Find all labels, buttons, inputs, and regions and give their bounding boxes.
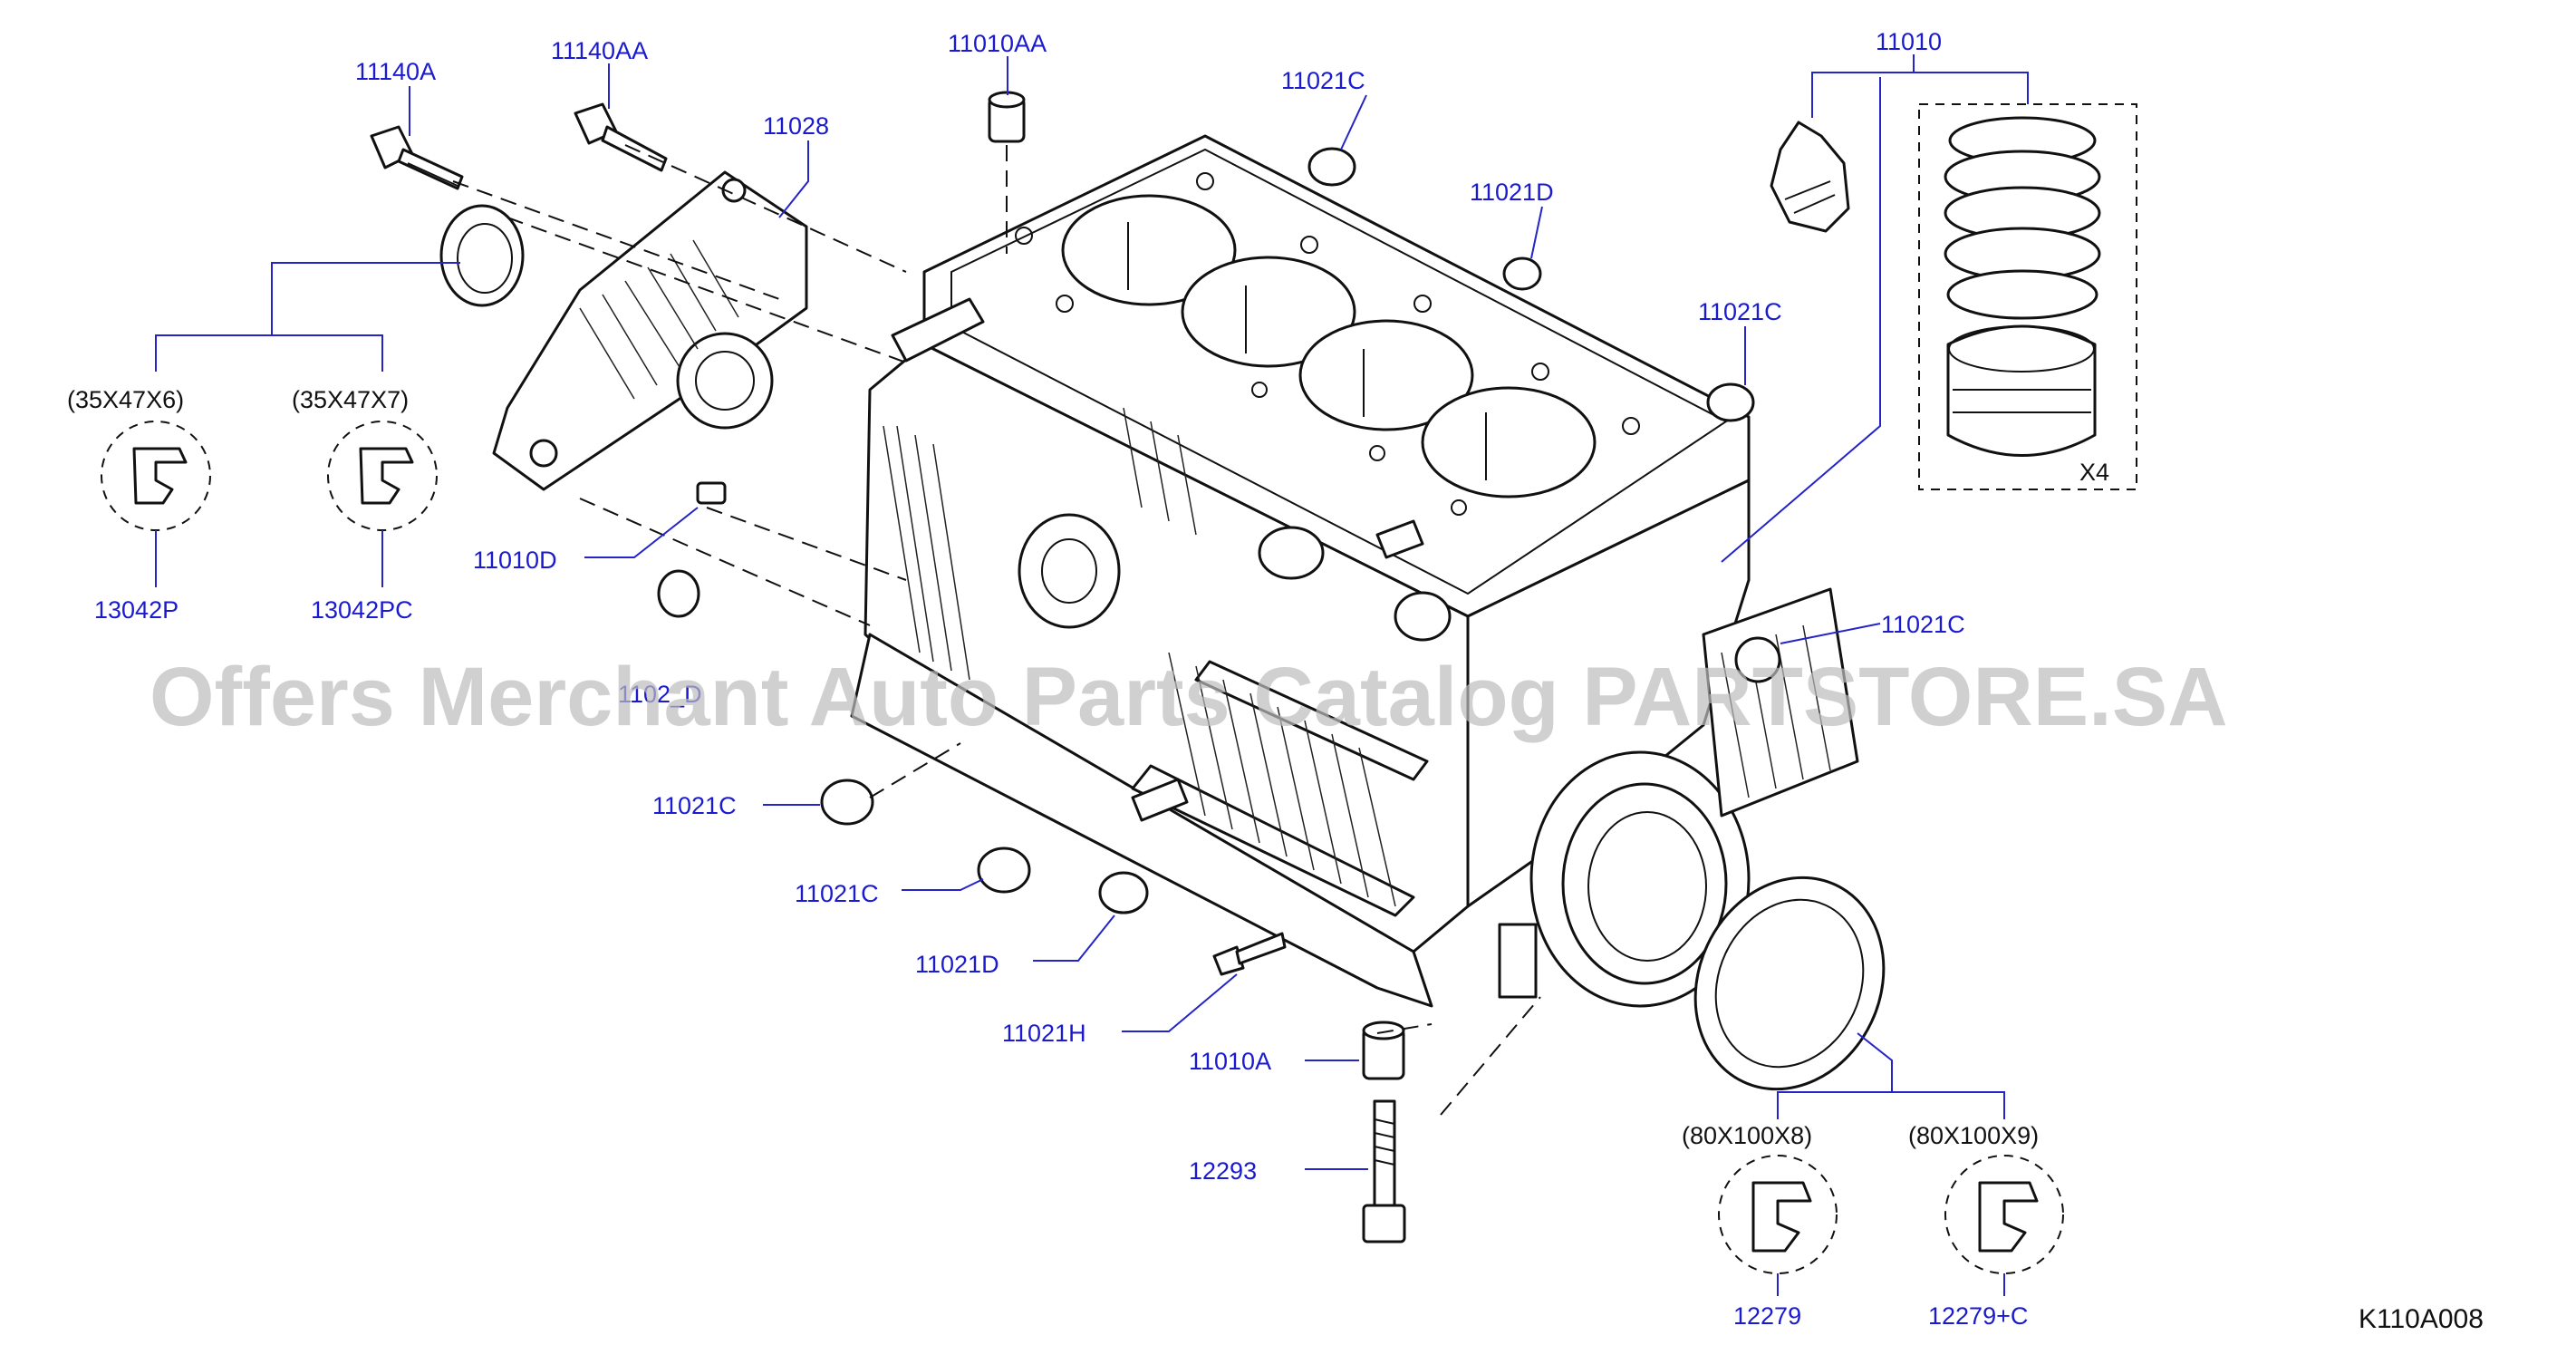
label-11021D-top[interactable]: 11021D	[1470, 179, 1554, 206]
label-11021H[interactable]: 11021H	[1002, 1020, 1086, 1047]
label-11010[interactable]: 11010	[1876, 28, 1942, 55]
alignment-dashes	[452, 144, 1541, 1116]
label-11021C-right-mid[interactable]: 11021C	[1881, 611, 1965, 638]
cylinder-block-drawing	[850, 134, 1859, 1008]
size-35x47x6: (35X47X6)	[67, 386, 184, 413]
label-11140A[interactable]: 11140A	[355, 58, 436, 85]
label-11021D-low[interactable]: 11021D	[915, 951, 999, 978]
dowel-11010AA-drawing	[988, 91, 1026, 143]
label-12293[interactable]: 12293	[1189, 1157, 1257, 1185]
bolt-11140AA-drawing	[574, 102, 668, 172]
label-11140AA[interactable]: 11140AA	[551, 37, 648, 64]
label-12279C[interactable]: 12279+C	[1928, 1302, 2028, 1330]
label-11021C-right-top[interactable]: 11021C	[1698, 298, 1782, 325]
rear-oil-seal-drawing	[1693, 876, 1886, 1091]
seal-section-13042PC	[327, 421, 438, 531]
label-12279[interactable]: 12279	[1733, 1302, 1801, 1330]
seal-section-12279	[1718, 1155, 1838, 1274]
diagram-reference: K110A008	[2359, 1304, 2484, 1334]
label-13042PC[interactable]: 13042PC	[311, 596, 413, 624]
size-80x100x8: (80X100X8)	[1682, 1122, 1812, 1149]
label-11010D[interactable]: 11010D	[473, 547, 557, 574]
size-labels: (35X47X6) (35X47X7) (80X100X8) (80X100X9…	[67, 386, 2039, 1149]
label-11010A[interactable]: 11010A	[1189, 1048, 1271, 1075]
size-80x100x9: (80X100X9)	[1908, 1122, 2039, 1149]
seal-section-12279C	[1944, 1155, 2064, 1274]
seal-section-13042P	[101, 421, 211, 531]
plug-drawings	[657, 147, 1781, 914]
label-11021C-left2[interactable]: 11021C	[795, 880, 879, 907]
label-13042P[interactable]: 13042P	[94, 596, 178, 624]
seal-front-drawing	[439, 204, 525, 307]
label-1102D-mid[interactable]: 1102_D	[618, 681, 702, 708]
bolt-11021H-drawing	[1212, 932, 1287, 976]
bolt-11140A-drawing	[370, 125, 464, 190]
watermark-text: Offers Merchant Auto Parts Catalog PARTS…	[150, 651, 2228, 743]
bolt-12293-drawing	[1362, 1099, 1406, 1243]
size-35x47x7: (35X47X7)	[292, 386, 409, 413]
quantity-x4: X4	[2079, 459, 2109, 486]
dowel-11010A-drawing	[1362, 1021, 1405, 1080]
label-11028[interactable]: 11028	[763, 112, 829, 140]
bracket-11028-drawing	[492, 170, 808, 491]
hardware-bag-drawing	[1770, 121, 1850, 233]
label-11021C-top[interactable]: 11021C	[1281, 67, 1365, 94]
part-labels: 11140A 11140AA 11028 11010AA 11021C 1102…	[94, 28, 2028, 1330]
label-11010AA[interactable]: 11010AA	[948, 30, 1047, 57]
leader-lines	[155, 54, 2029, 1296]
piston-kit-box	[1918, 103, 2137, 490]
label-11021C-left1[interactable]: 11021C	[652, 792, 737, 819]
